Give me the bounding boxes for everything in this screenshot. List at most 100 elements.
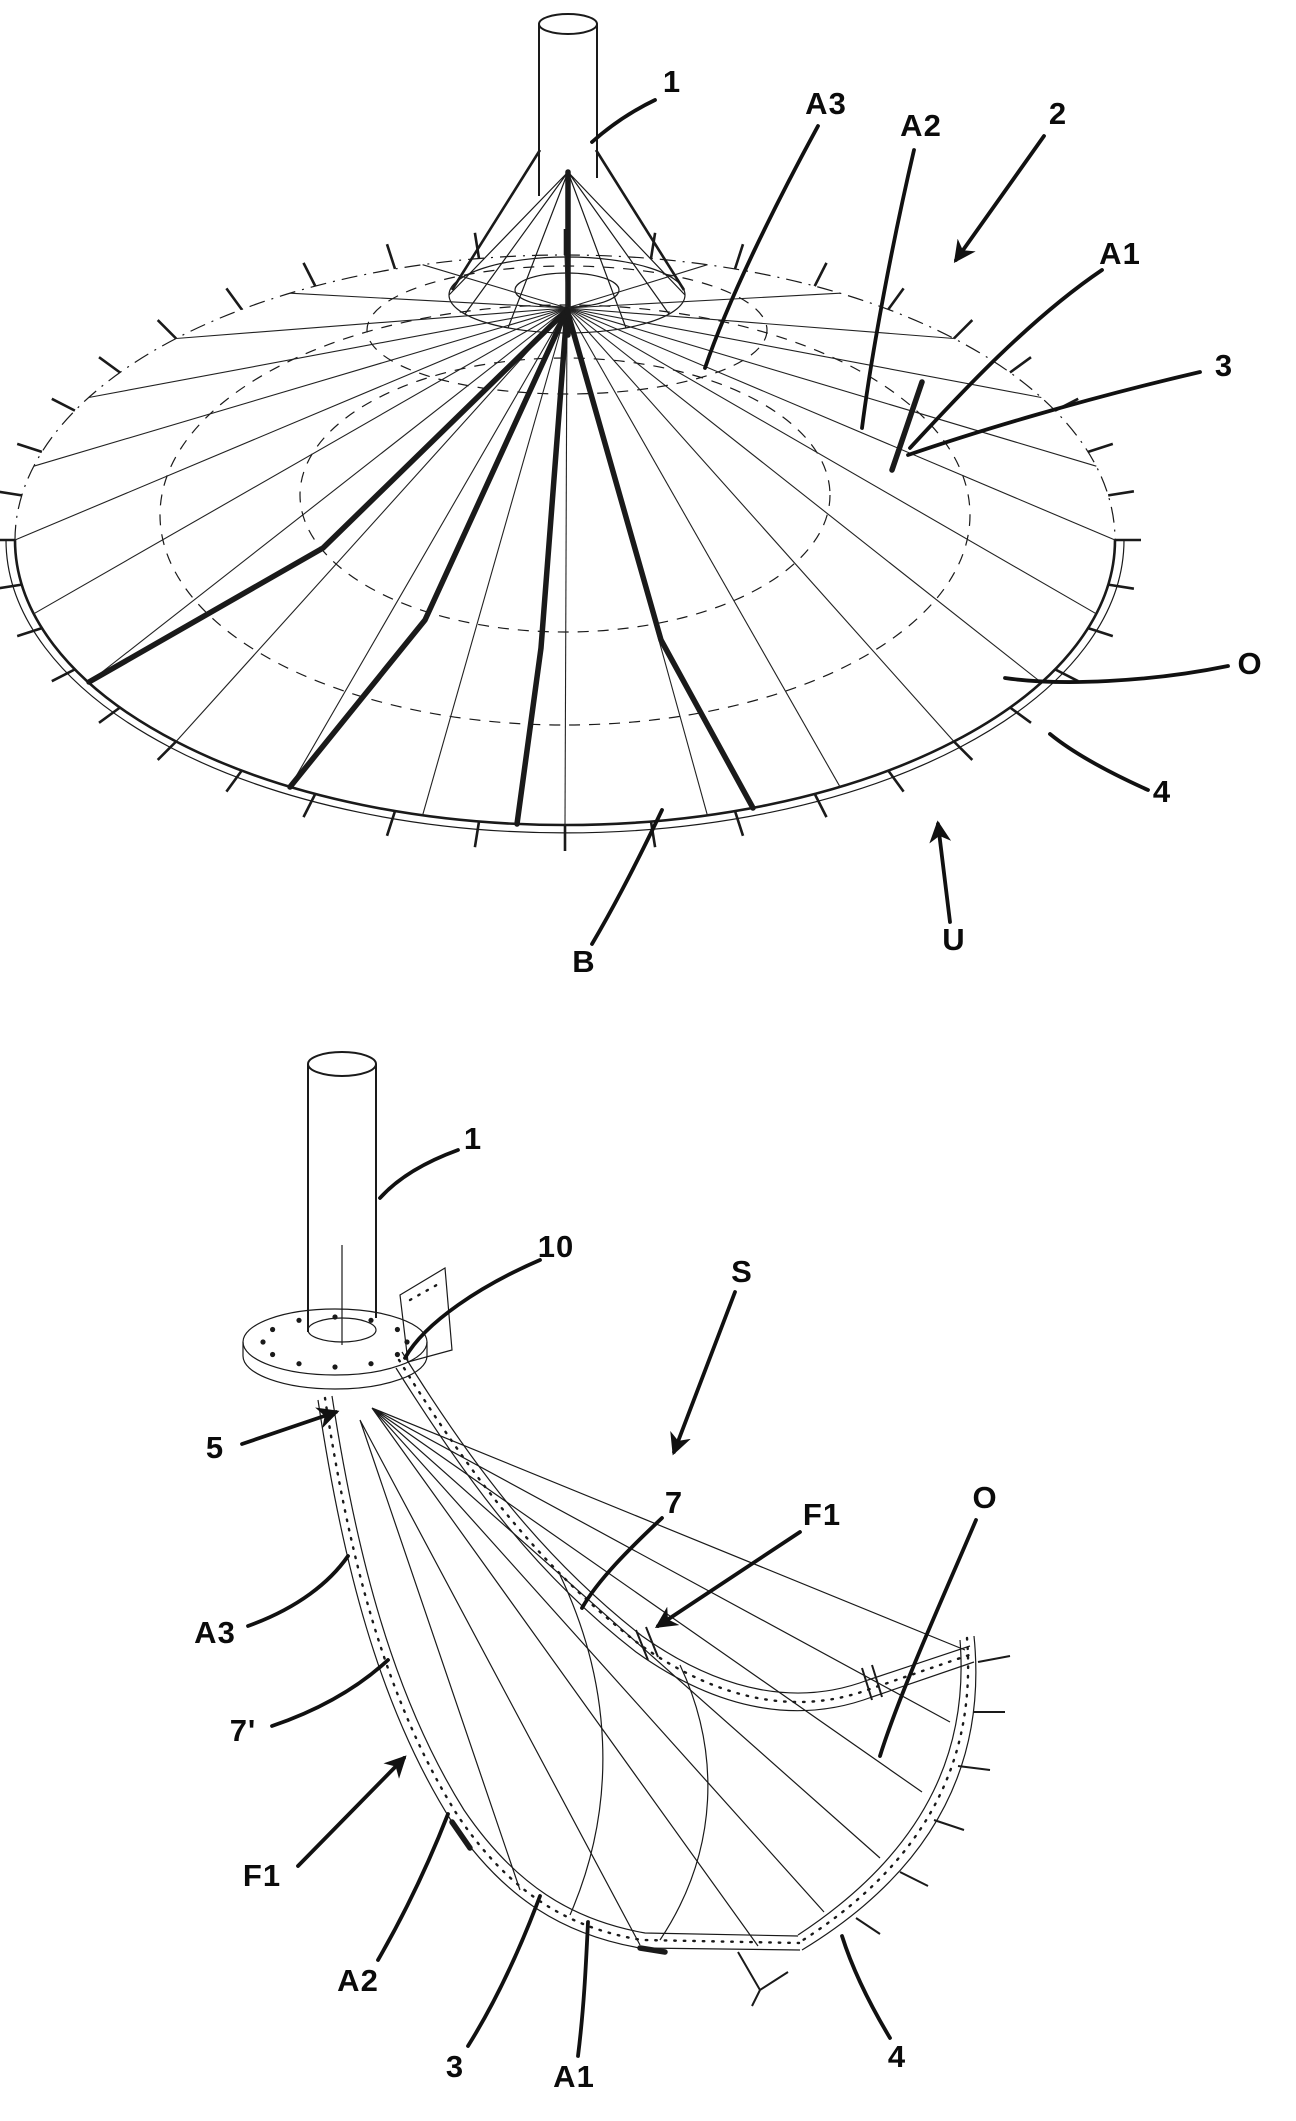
ref-label-fig1-4: 4 — [1152, 774, 1172, 809]
rim-stud — [1107, 490, 1135, 497]
rim-stud — [16, 626, 43, 638]
rim-stud — [1054, 668, 1079, 683]
leader2-1 — [378, 1148, 460, 1200]
ref-label-fig1-1: 1 — [662, 64, 682, 99]
flange-bolt-dot — [332, 1364, 338, 1370]
ref-label-fig2-f1b: F1 — [242, 1858, 282, 1893]
rim-stud — [649, 232, 657, 259]
leader2-s-arrow — [670, 1290, 737, 1456]
ref-label-fig1-b: B — [572, 944, 596, 979]
rim-stud — [302, 793, 317, 818]
rim-stud — [0, 490, 23, 497]
radial-rib — [422, 264, 568, 309]
leader-u-arrow — [929, 820, 952, 924]
gore-lower-edge — [317, 1395, 801, 1955]
flange-bolt-dot — [368, 1317, 374, 1323]
radial-rib — [88, 307, 568, 399]
leader2-5-arrow — [240, 1407, 340, 1446]
ref-label-fig2-a3: A3 — [194, 1615, 236, 1650]
flange-bolt-dot — [332, 1314, 338, 1320]
rim-stud — [156, 319, 178, 340]
flange-bolt-dot — [270, 1326, 276, 1333]
rim-stud — [0, 583, 23, 590]
rim-stud — [225, 769, 243, 793]
ref-label-fig2-10: 10 — [537, 1229, 575, 1264]
ref-label-fig1-u: U — [942, 922, 966, 957]
radial-rib — [564, 307, 568, 826]
flange-bolt-dot — [296, 1361, 302, 1367]
ref-label-fig1-2: 2 — [1048, 96, 1068, 131]
rim-stud — [225, 287, 243, 311]
radial-rib — [88, 307, 568, 683]
rim-stud — [813, 262, 828, 287]
rim-stud — [16, 442, 43, 454]
ref-label-fig1-a1: A1 — [1099, 236, 1141, 271]
ref-label-fig2-7: 7 — [664, 1485, 684, 1520]
rim-stud — [473, 232, 481, 259]
leader-b — [590, 808, 664, 946]
rim-stud — [813, 793, 828, 818]
leader2-10 — [403, 1258, 542, 1360]
ref-label-fig2-5: 5 — [205, 1430, 225, 1465]
leader-a2 — [860, 148, 916, 430]
flange-bolt-dot — [260, 1339, 266, 1345]
leader-a3 — [703, 124, 820, 370]
flange-bolt-dot — [394, 1326, 400, 1333]
ref-label-fig1-a3: A3 — [805, 86, 847, 121]
outer-hinge-mark — [861, 1664, 883, 1701]
rim-stud — [51, 397, 76, 412]
rim-stud — [887, 287, 905, 311]
radial-rib — [566, 307, 955, 742]
ref-label-fig2-4: 4 — [887, 2039, 907, 2074]
radial-rib — [176, 307, 568, 340]
flange-bolt-dot — [394, 1351, 400, 1358]
rim-stud — [51, 668, 76, 683]
ref-label-fig2-a1: A1 — [553, 2059, 595, 2094]
ref-label-fig2-1: 1 — [463, 1121, 483, 1156]
rim-stud — [385, 810, 397, 837]
leader2-a1 — [576, 1920, 590, 2058]
radial-rib — [175, 307, 568, 742]
leader-o — [1003, 664, 1230, 684]
rim-stud — [156, 740, 178, 761]
leader-2-arrow — [953, 134, 1046, 263]
rim-stud — [302, 262, 317, 287]
radial-rib — [566, 307, 1116, 541]
leader-3 — [906, 370, 1202, 457]
rim-stud — [1087, 626, 1114, 638]
leader2-o — [878, 1518, 978, 1758]
ref-label-fig1-a2: A2 — [900, 108, 942, 143]
ref-label-fig2-s: S — [731, 1254, 753, 1289]
radial-rib — [566, 307, 1042, 399]
radial-rib — [564, 254, 568, 309]
radial-rib — [14, 307, 568, 541]
gore-rib-fan — [359, 1407, 966, 1947]
leader2-7 — [580, 1516, 664, 1610]
segment-mast-cylinder — [307, 1051, 377, 1345]
fold-crease-2 — [659, 1664, 709, 1941]
radial-rib — [289, 307, 568, 788]
rim-stud — [733, 243, 745, 270]
rim-studs — [0, 229, 1141, 851]
radial-rib — [566, 264, 708, 309]
rim-stud — [98, 706, 121, 724]
rim-stud — [473, 821, 481, 848]
figure2-leaders — [240, 1148, 978, 2058]
leader-a1 — [908, 268, 1104, 450]
figure1-drawing — [0, 13, 1230, 946]
radial-ribs — [14, 254, 1116, 826]
gore-upper-edge — [395, 1351, 975, 1712]
rim-stud — [733, 810, 745, 837]
ref-label-fig2-o: O — [972, 1480, 998, 1515]
leader2-a2 — [376, 1812, 450, 1962]
fold-crease-1 — [559, 1574, 604, 1916]
rim-stud — [1009, 356, 1032, 374]
rim-stud — [952, 740, 974, 761]
bold-support-ribs — [86, 307, 925, 827]
rim-stud — [98, 356, 121, 374]
radial-rib — [566, 307, 1097, 615]
ref-label-fig1-3: 3 — [1214, 348, 1234, 383]
leader2-f1b-arrow — [296, 1755, 407, 1868]
